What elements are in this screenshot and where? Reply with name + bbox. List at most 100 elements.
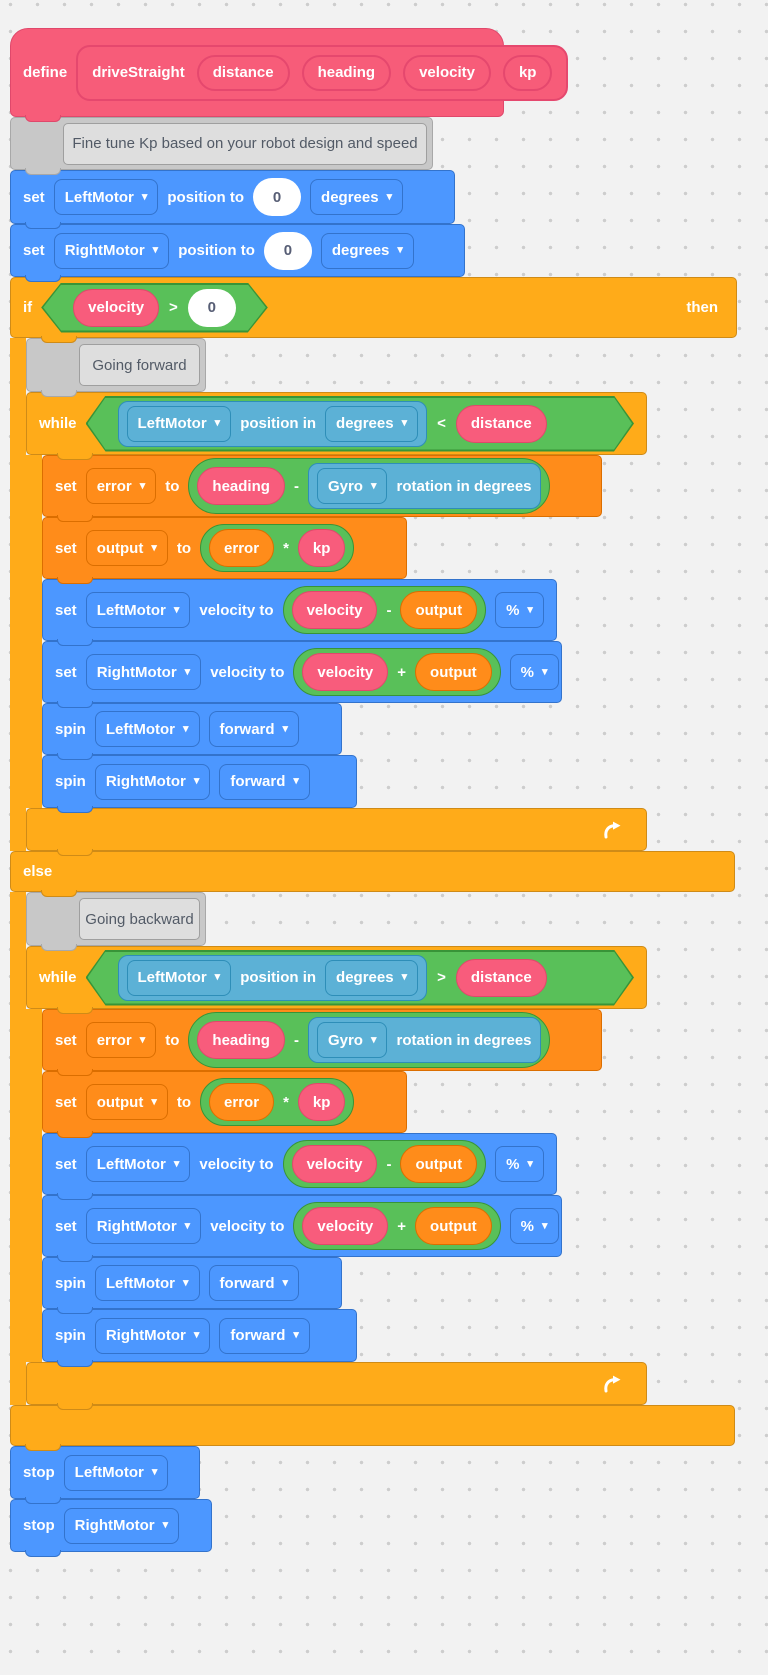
parameter-velocity[interactable]: velocity <box>73 289 159 327</box>
parameter-distance[interactable]: distance <box>456 959 547 997</box>
motor-dropdown[interactable]: RightMotor ▾ <box>85 654 202 690</box>
function-prototype[interactable]: driveStraight distance heading velocity … <box>76 44 569 101</box>
variable-dropdown[interactable]: error ▾ <box>85 1022 157 1058</box>
gyro-rotation-reporter[interactable]: Gyro ▾ rotation in degrees <box>307 1017 541 1063</box>
set-output-block[interactable]: set output ▾ to error * kp <box>42 1071 407 1138</box>
motor-dropdown[interactable]: LeftMotor ▾ <box>94 1265 200 1301</box>
motor-dropdown[interactable]: RightMotor ▾ <box>94 1317 211 1354</box>
variable-dropdown[interactable]: output ▾ <box>85 1084 168 1120</box>
motor-position-reporter[interactable]: LeftMotor ▾ position in degrees ▾ <box>118 955 428 1001</box>
multiply-operator-pill[interactable]: error * kp <box>200 1078 355 1126</box>
condition-hexagon[interactable]: LeftMotor ▾ position in degrees ▾ <box>86 950 634 1006</box>
parameter-kp[interactable]: kp <box>297 529 346 567</box>
addition-operator-pill[interactable]: velocity + output <box>293 648 501 696</box>
variable-output[interactable]: output <box>400 591 478 629</box>
define-hat-block[interactable]: define driveStraight distance heading ve… <box>10 28 569 122</box>
parameter-velocity[interactable]: velocity <box>291 591 378 629</box>
subtraction-operator-pill[interactable]: velocity - output <box>282 1140 487 1188</box>
unit-dropdown[interactable]: % ▾ <box>509 654 559 690</box>
motor-dropdown[interactable]: LeftMotor ▾ <box>94 711 200 747</box>
set-position-right-block[interactable]: set RightMotor ▾ position to 0 degrees ▾ <box>10 224 465 282</box>
if-top-bar[interactable]: if velocity > 0 then <box>10 277 737 343</box>
else-bar[interactable]: else <box>10 851 735 897</box>
motor-dropdown[interactable]: LeftMotor ▾ <box>63 1454 169 1491</box>
unit-dropdown[interactable]: % ▾ <box>495 592 544 628</box>
unit-dropdown[interactable]: % ▾ <box>495 1146 544 1182</box>
motor-dropdown[interactable]: RightMotor ▾ <box>53 232 170 269</box>
subtraction-operator-pill[interactable]: velocity - output <box>282 586 487 634</box>
unit-dropdown[interactable]: degrees ▾ <box>320 232 414 269</box>
subtraction-operator-pill[interactable]: heading - Gyro ▾ rotation in degrees <box>188 1012 550 1068</box>
parameter-kp[interactable]: kp <box>297 1083 346 1121</box>
parameter-kp[interactable]: kp <box>502 54 553 91</box>
sensor-dropdown[interactable]: Gyro ▾ <box>316 1022 388 1058</box>
set-velocity-left-block[interactable]: set LeftMotor ▾ velocity to velocity - o… <box>42 1133 557 1200</box>
while-top-bar[interactable]: while LeftMotor ▾ position in <box>26 946 647 1014</box>
direction-dropdown[interactable]: forward ▾ <box>219 763 310 800</box>
comment-block-tune[interactable]: Fine tune Kp based on your robot design … <box>10 117 433 175</box>
sensor-dropdown[interactable]: Gyro ▾ <box>316 468 388 504</box>
motor-dropdown[interactable]: LeftMotor ▾ <box>127 960 232 996</box>
set-output-block[interactable]: set output ▾ to error * kp <box>42 517 407 584</box>
set-velocity-right-block[interactable]: set RightMotor ▾ velocity to velocity + … <box>42 1195 562 1262</box>
set-position-left-block[interactable]: set LeftMotor ▾ position to 0 degrees ▾ <box>10 170 455 229</box>
condition-hexagon[interactable]: velocity > 0 <box>41 283 268 333</box>
variable-output[interactable]: output <box>415 1207 492 1245</box>
while-top-bar[interactable]: while LeftMotor ▾ position in <box>26 392 647 460</box>
variable-dropdown[interactable]: output ▾ <box>85 530 168 566</box>
parameter-distance[interactable]: distance <box>196 54 290 91</box>
stop-left-block[interactable]: stop LeftMotor ▾ <box>10 1446 200 1504</box>
motor-dropdown[interactable]: RightMotor ▾ <box>85 1208 202 1244</box>
unit-dropdown[interactable]: degrees ▾ <box>310 179 404 215</box>
motor-dropdown[interactable]: LeftMotor ▾ <box>85 592 191 628</box>
comment-block-backward[interactable]: Going backward <box>26 892 206 951</box>
variable-output[interactable]: output <box>415 653 492 691</box>
stop-right-block[interactable]: stop RightMotor ▾ <box>10 1499 212 1557</box>
gyro-rotation-reporter[interactable]: Gyro ▾ rotation in degrees <box>307 463 541 509</box>
motor-position-reporter[interactable]: LeftMotor ▾ position in degrees ▾ <box>118 401 428 447</box>
parameter-heading[interactable]: heading <box>197 1021 285 1059</box>
spin-right-block[interactable]: spin RightMotor ▾ forward ▾ <box>42 1309 357 1367</box>
spin-right-block[interactable]: spin RightMotor ▾ forward ▾ <box>42 755 357 813</box>
variable-output[interactable]: output <box>400 1145 478 1183</box>
motor-dropdown[interactable]: LeftMotor ▾ <box>53 179 159 215</box>
while-forward-block[interactable]: while LeftMotor ▾ position in <box>26 392 737 856</box>
direction-dropdown[interactable]: forward ▾ <box>208 1265 300 1301</box>
spin-left-block[interactable]: spin LeftMotor ▾ forward ▾ <box>42 703 342 760</box>
while-bottom-bar[interactable] <box>26 808 647 856</box>
direction-dropdown[interactable]: forward ▾ <box>219 1317 310 1354</box>
parameter-velocity[interactable]: velocity <box>302 653 389 691</box>
unit-dropdown[interactable]: degrees ▾ <box>325 960 418 996</box>
while-backward-block[interactable]: while LeftMotor ▾ position in <box>26 946 737 1410</box>
position-value-input[interactable]: 0 <box>253 178 302 216</box>
motor-dropdown[interactable]: RightMotor ▾ <box>63 1507 180 1544</box>
if-end-bar[interactable] <box>10 1405 735 1451</box>
if-else-block[interactable]: if velocity > 0 then Going forward <box>10 277 737 1451</box>
motor-dropdown[interactable]: LeftMotor ▾ <box>85 1146 191 1182</box>
set-velocity-left-block[interactable]: set LeftMotor ▾ velocity to velocity - o… <box>42 579 557 646</box>
unit-dropdown[interactable]: % ▾ <box>509 1208 559 1244</box>
parameter-distance[interactable]: distance <box>456 405 547 443</box>
comment-block-forward[interactable]: Going forward <box>26 338 206 397</box>
position-value-input[interactable]: 0 <box>263 231 312 270</box>
parameter-velocity[interactable]: velocity <box>291 1145 378 1183</box>
set-error-block[interactable]: set error ▾ to heading - <box>42 455 602 522</box>
parameter-velocity[interactable]: velocity <box>302 1207 389 1245</box>
set-velocity-right-block[interactable]: set RightMotor ▾ velocity to velocity + … <box>42 641 562 708</box>
parameter-heading[interactable]: heading <box>197 467 285 505</box>
motor-dropdown[interactable]: LeftMotor ▾ <box>127 406 232 442</box>
spin-left-block[interactable]: spin LeftMotor ▾ forward ▾ <box>42 1257 342 1314</box>
parameter-velocity[interactable]: velocity <box>403 54 491 91</box>
while-bottom-bar[interactable] <box>26 1362 647 1410</box>
motor-dropdown[interactable]: RightMotor ▾ <box>94 763 211 800</box>
unit-dropdown[interactable]: degrees ▾ <box>325 406 418 442</box>
variable-dropdown[interactable]: error ▾ <box>85 468 157 504</box>
parameter-heading[interactable]: heading <box>301 54 392 91</box>
multiply-operator-pill[interactable]: error * kp <box>200 524 355 572</box>
addition-operator-pill[interactable]: velocity + output <box>293 1202 501 1250</box>
subtraction-operator-pill[interactable]: heading - Gyro ▾ rotation in degrees <box>188 458 550 514</box>
number-input[interactable]: 0 <box>188 289 236 327</box>
variable-error[interactable]: error <box>209 529 275 567</box>
direction-dropdown[interactable]: forward ▾ <box>208 711 300 747</box>
